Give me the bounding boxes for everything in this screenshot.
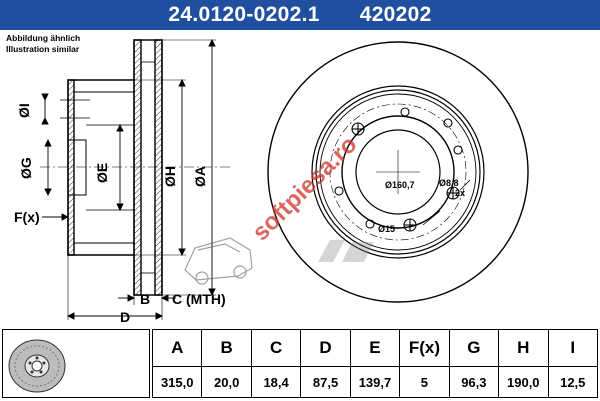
header-d: D — [300, 329, 351, 367]
dim-label-h: ØH — [162, 166, 178, 187]
inner-plate — [154, 39, 163, 296]
hub-outline — [341, 115, 455, 229]
dim-label-f: F(x) — [14, 209, 40, 225]
value-g: 96,3 — [448, 366, 500, 398]
dimension-lines — [41, 38, 216, 320]
note-illustration-de: Abbildung ähnlich — [6, 33, 81, 43]
front-view — [267, 41, 529, 303]
part-number: 24.0120-0202.1 — [168, 3, 320, 26]
pcd-label: Ø160,7 — [385, 180, 415, 190]
header-f: F(x) — [399, 329, 450, 367]
value-h: 190,0 — [498, 366, 549, 398]
side-section-view — [40, 39, 230, 296]
ate-logo — [318, 240, 374, 262]
header-e: E — [349, 329, 401, 367]
header-i: I — [547, 329, 598, 367]
pitch-circle — [329, 103, 467, 241]
dim-label-c: C (MTH) — [172, 291, 226, 307]
spec-table-header-row: A B C D E F(x) G H I — [151, 329, 598, 367]
header-c: C — [250, 329, 302, 367]
dim-label-g: ØG — [18, 157, 34, 179]
value-a: 315,0 — [151, 366, 203, 398]
value-c: 18,4 — [250, 366, 302, 398]
value-f: 5 — [399, 366, 450, 398]
note-illustration-en: Illustration similar — [6, 44, 80, 54]
header-bar: 24.0120-0202.1 420202 — [0, 0, 600, 30]
disc-thumbnail — [8, 339, 66, 393]
header-g: G — [448, 329, 500, 367]
part-code: 420202 — [359, 3, 432, 26]
center-bore — [355, 129, 441, 215]
value-e: 139,7 — [349, 366, 401, 398]
dim-label-a: ØA — [192, 166, 208, 187]
hole-diameter-label: Ø8,8 — [439, 178, 459, 188]
dim-label-e: ØE — [94, 163, 110, 183]
spec-table: A B C D E F(x) G H I 315,0 20,0 18,4 87,… — [151, 329, 598, 398]
value-b: 20,0 — [201, 366, 252, 398]
header-a: A — [151, 329, 203, 367]
hole-count-label: 2x — [455, 188, 465, 198]
watermark-car-logo — [184, 237, 253, 285]
header-b: B — [201, 329, 252, 367]
dim-label-i: ØI — [16, 103, 32, 118]
hat-wall — [67, 79, 75, 256]
value-d: 87,5 — [300, 366, 351, 398]
disc-outer-edge — [267, 41, 529, 303]
outer-plate — [133, 39, 142, 296]
dim-label-b: B — [140, 291, 150, 307]
center-diameter-label: Ø15 — [378, 224, 395, 234]
disc-thumbnail-cell — [2, 329, 150, 398]
spec-table-value-row: 315,0 20,0 18,4 87,5 139,7 5 96,3 190,0 … — [151, 366, 598, 398]
dim-label-d: D — [120, 309, 130, 325]
header-h: H — [498, 329, 549, 367]
value-i: 12,5 — [547, 366, 598, 398]
